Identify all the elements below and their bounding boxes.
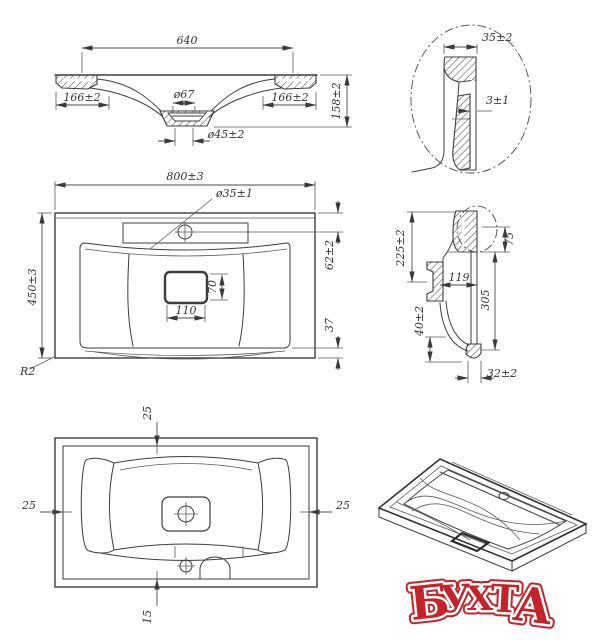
iso-basin-opening	[403, 469, 568, 550]
dim-label-faucet-hole: ø35±1	[215, 187, 253, 200]
side-section-view: 225±2 75 119 305 40±2 32±2	[394, 205, 517, 383]
edge-detail-dimensions: 35±2 3±1	[443, 31, 512, 120]
dim-label-detail-wall: 3±1	[486, 94, 509, 107]
detail-circle	[410, 24, 532, 174]
plan-geometry	[54, 212, 316, 360]
side-rim	[452, 210, 478, 253]
brand-logo-letter: Х	[467, 579, 494, 619]
plan-dimensions: 800±3 ø35±1 450±3 62±2 37 70 110 R2	[19, 170, 343, 378]
brand-logo-letter: Х	[467, 579, 494, 619]
dim-label-back-height: 225±2	[394, 229, 407, 267]
dim-label-front-width: 640	[177, 34, 198, 47]
brand-logo-letter: Т	[489, 575, 520, 621]
side-foot	[465, 343, 482, 359]
dim-label-corner-radius: R2	[19, 365, 35, 378]
detail-reference-circle	[456, 205, 498, 253]
dim-label-rim-height: 75	[503, 232, 516, 246]
iso-overflow	[449, 531, 491, 553]
brand-logo-letter: Б	[407, 573, 452, 631]
front-section-dimensions: 640 166±2 166±2 ø67 ø45±2 158±2	[55, 34, 352, 146]
front-rim-right	[274, 74, 317, 90]
plan-overflow-opening	[163, 270, 209, 305]
front-section-view: 640 166±2 166±2 ø67 ø45±2 158±2	[54, 34, 352, 146]
brand-logo-letter: У	[439, 575, 472, 622]
side-section-dimensions: 225±2 75 119 305 40±2 32±2	[394, 211, 517, 383]
dim-label-offset-right: 25	[335, 499, 350, 512]
edge-detail-view: 35±2 3±1	[410, 24, 532, 174]
bottom-left-lobe	[80, 457, 115, 554]
plan-basin-outline	[79, 242, 291, 349]
dim-label-drain-top: ø67	[173, 88, 195, 101]
plan-back-deck	[122, 222, 249, 244]
isometric-view	[377, 458, 588, 572]
dim-label-foot: 32±2	[487, 367, 517, 380]
bottom-view-geometry	[54, 437, 318, 588]
plan-outer-rect	[54, 212, 316, 359]
dim-label-offset-left: 25	[21, 499, 36, 512]
brand-logo-letter: А	[510, 576, 556, 636]
dim-label-offset-top: 25	[141, 406, 154, 421]
bottom-drain-recess	[161, 496, 211, 532]
dim-label-hole-offset: 62±2	[323, 240, 336, 270]
brand-logo-letter: Х	[467, 579, 494, 619]
detail-wall	[452, 93, 471, 171]
brand-logo-letter: Т	[489, 575, 520, 621]
dim-label-front-height: 158±2	[330, 82, 343, 119]
brand-logo-letter: У	[439, 575, 472, 622]
bottom-notch	[199, 556, 231, 580]
dim-label-side-bottom: 40±2	[413, 306, 426, 337]
detail-rim-cap	[443, 56, 477, 83]
bottom-right-lobe	[257, 457, 292, 554]
dim-label-front-edge: 37	[323, 318, 336, 332]
dim-label-detail-rim-width: 35±2	[482, 31, 512, 44]
plan-view: 800±3 ø35±1 450±3 62±2 37 70 110 R2	[19, 170, 343, 378]
bottom-view: 25 25 25 15	[21, 406, 350, 624]
dim-label-rim-left: 166±2	[63, 91, 100, 104]
brand-logo-letter: Б	[407, 573, 452, 631]
dim-label-drain-bottom: ø45±2	[207, 128, 245, 141]
dim-label-rim-right: 166±2	[271, 91, 308, 104]
brand-logo-letter: У	[439, 575, 472, 622]
front-rim-left	[55, 74, 98, 90]
bottom-view-dimensions: 25 25 25 15	[21, 406, 350, 624]
side-mounting-lug	[426, 261, 444, 302]
dim-label-overflow-height: 70	[206, 280, 219, 294]
dim-label-plan-depth: 450±3	[26, 268, 39, 306]
dim-label-overflow-width: 110	[176, 304, 197, 317]
dim-label-inner-width: 119	[449, 271, 470, 284]
front-section-geometry	[54, 74, 318, 127]
dim-label-offset-bottom: 15	[141, 610, 154, 624]
brand-logo-letter: А	[510, 576, 556, 636]
side-section-geometry	[426, 210, 482, 359]
dim-label-plan-width: 800±3	[166, 170, 203, 183]
dim-label-side-height: 305	[479, 290, 492, 311]
edge-detail-geometry	[411, 56, 477, 173]
iso-faucet-hole	[498, 492, 510, 500]
